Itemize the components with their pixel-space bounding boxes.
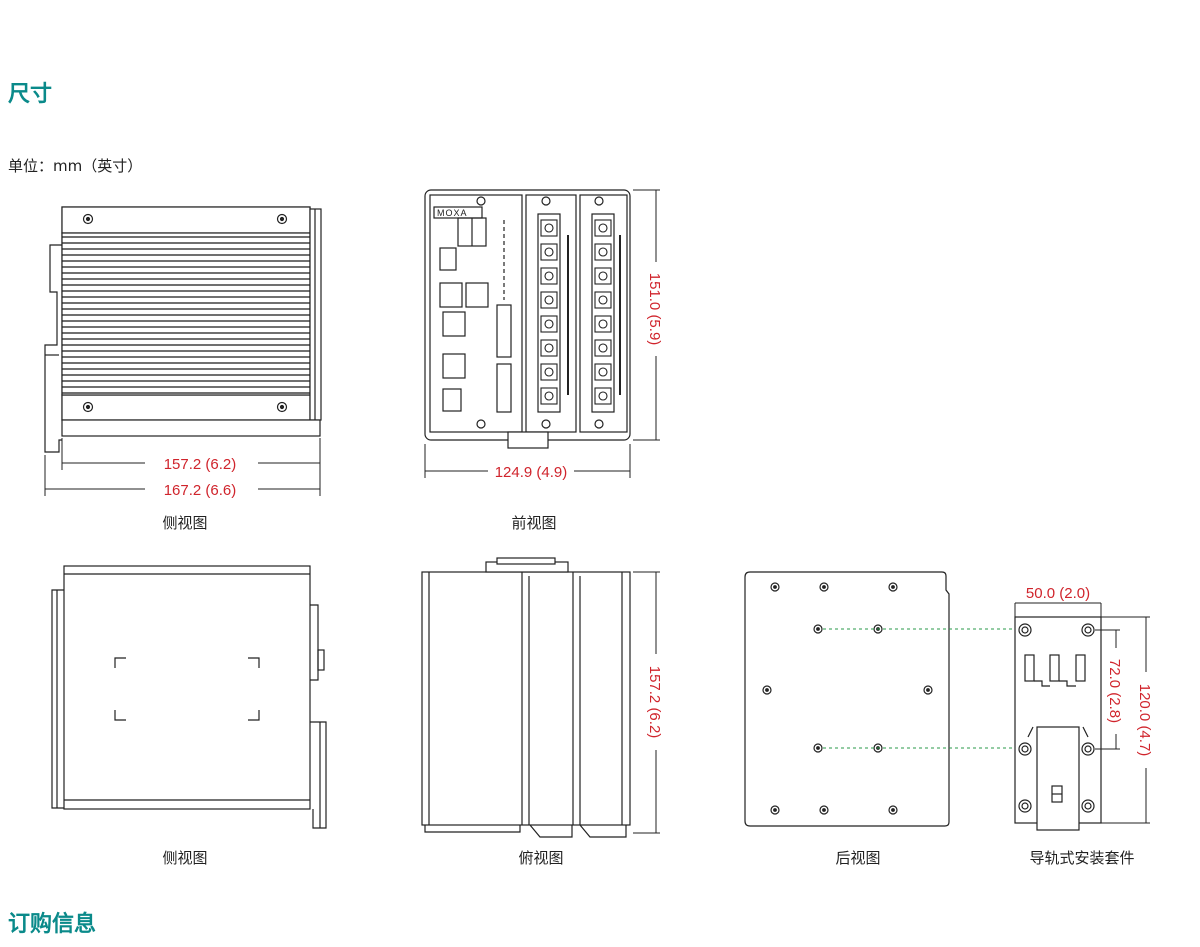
- din-rail-kit-drawing: [1014, 616, 1102, 831]
- page-title: 尺寸: [8, 82, 53, 107]
- unit-label: 单位：mm（英寸）: [8, 157, 143, 175]
- top-view-dim-depth: 157.2 (6.2): [646, 666, 663, 739]
- front-view-dim-width: 124.9 (4.9): [495, 464, 568, 481]
- caption-top-view: 俯视图: [518, 849, 564, 867]
- din-rail-dim-width: 50.0 (2.0): [1026, 585, 1090, 602]
- din-rail-dim-hole-spacing: 72.0 (2.8): [1106, 659, 1123, 723]
- din-rail-kit-dimension-lines: [1014, 602, 1150, 824]
- side-view-1-dim-total-depth: 167.2 (6.6): [164, 482, 237, 499]
- front-view-drawing: [424, 189, 631, 449]
- caption-side-view-1: 侧视图: [162, 514, 208, 532]
- caption-front-view: 前视图: [511, 514, 557, 532]
- din-rail-dim-height: 120.0 (4.7): [1136, 684, 1153, 757]
- front-view-ports: [540, 219, 612, 405]
- moxa-logo: MOXA: [437, 208, 468, 218]
- front-view-dim-height: 151.0 (5.9): [646, 273, 663, 346]
- side-view-1-dim-depth: 157.2 (6.2): [164, 456, 237, 473]
- side-view-1-drawing: [44, 206, 322, 453]
- dimension-drawings: 157.2 (6.2) 167.2 (6.6): [44, 189, 1153, 838]
- rail-alignment-guides: [823, 628, 1020, 749]
- rear-view-drawing: [744, 571, 950, 827]
- front-view-dimension-lines: [424, 189, 660, 478]
- side-view-2-drawing: [51, 565, 327, 829]
- side-view-1-dimension-lines: [44, 438, 321, 496]
- top-view-dimension-lines: [633, 571, 660, 834]
- caption-din-rail-kit: 导轨式安装套件: [1029, 849, 1135, 867]
- caption-rear-view: 后视图: [835, 849, 881, 867]
- caption-side-view-2: 侧视图: [162, 849, 208, 867]
- section-heading-ordering-info: 订购信息: [8, 912, 97, 937]
- top-view-drawing: [421, 557, 631, 838]
